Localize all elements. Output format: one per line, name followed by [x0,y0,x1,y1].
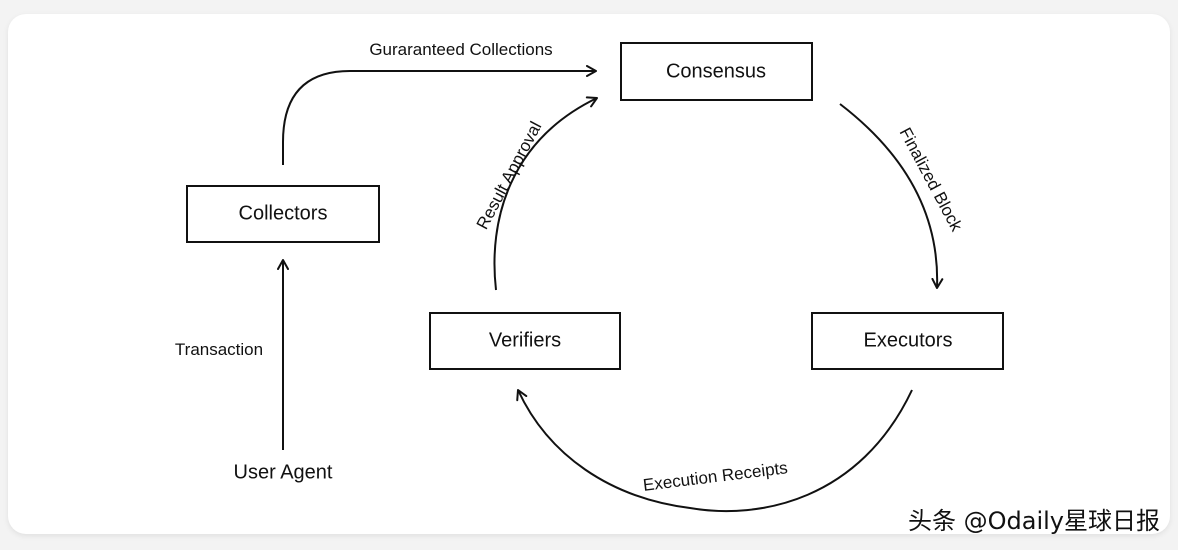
node-consensus: Consensus [620,42,813,101]
watermark: 头条 @Odaily星球日报 [908,507,1160,535]
label-result-approval: Result Approval [473,118,546,232]
edge-execution-receipts [516,389,913,513]
label-finalized-block: Finalized Block [896,124,967,234]
node-executors-label: Executors [864,329,953,351]
node-verifiers: Verifiers [429,312,621,370]
label-guaranteed-collections: Guraranteed Collections [369,40,552,59]
node-user-agent: User Agent [234,461,333,483]
node-collectors-label: Collectors [239,202,328,224]
node-consensus-label: Consensus [666,60,766,82]
edge-result-approval [493,96,598,291]
node-executors: Executors [811,312,1004,370]
label-execution-receipts: Execution Receipts [642,458,789,495]
label-transaction: Transaction [175,340,263,359]
node-verifiers-label: Verifiers [489,329,561,351]
edge-finalized-block [839,103,944,289]
edge-guaranteed-collections [282,65,597,165]
node-collectors: Collectors [186,185,380,243]
